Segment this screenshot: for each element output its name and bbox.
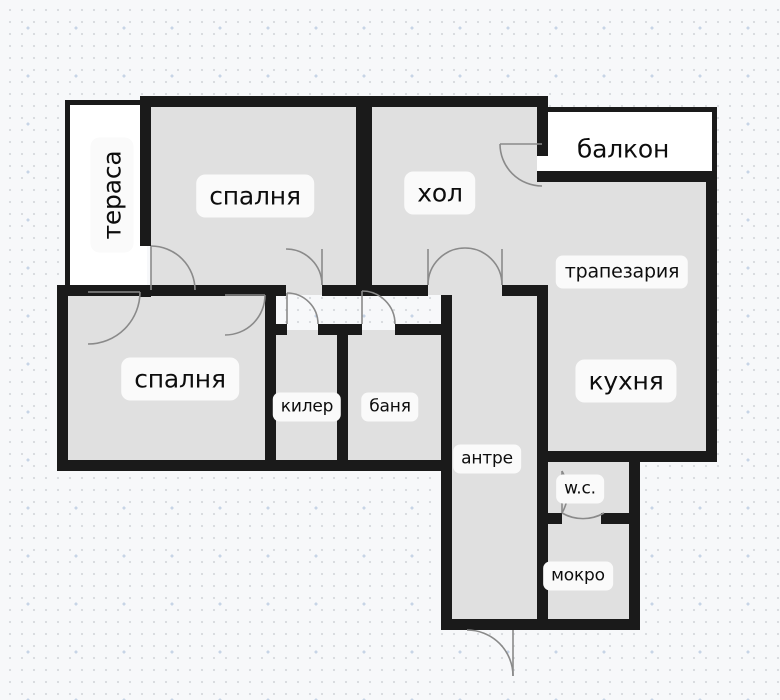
room-label-balkon: балкон [563,127,683,171]
wall-kiler-top [265,324,287,335]
wall-bottom-entrance-left [447,619,467,630]
wall-spalnya1-bottom-right [322,285,372,296]
room-label-spalnya-1: спалня [196,174,314,218]
wall-kiler-top-right [318,324,343,335]
wall-antre-wc [537,462,548,630]
wall-top-outer [140,96,546,107]
wall-spalnya2-bottom [57,460,447,471]
wall-balkon-bottom [537,171,717,182]
wall-banya-top-right [395,324,452,335]
wall-terasa-left [65,100,70,292]
wall-spalnya1-hol [356,96,372,295]
door-spalnya2-antre [224,294,266,336]
room-label-spalnya-2: спалня [121,357,239,401]
door-banya [361,290,396,325]
walls [57,96,717,630]
room-label-banya: баня [361,392,419,422]
door-antre-double [427,247,503,286]
door-spalnya1-antre [285,248,323,286]
wall-antre-left-lower [441,455,452,630]
wall-kiler-banya [337,324,348,461]
wall-terasa-top [65,100,147,105]
room-label-terasa: тераса [90,137,134,253]
wall-bottom-mokro [466,619,640,630]
wall-wc-mokro-left-seg [537,513,562,524]
wall-terasa-spalnya1 [140,96,151,246]
wall-banya-antre [441,324,452,461]
door-entrance [466,629,514,677]
door-kiler [286,292,319,325]
room-label-kiler: килер [272,392,342,422]
room-label-wc: w.c. [556,474,604,504]
wall-balkon-top [537,107,717,112]
wall-kuhnya-bottom [537,451,717,462]
wall-left-top-join [57,285,147,296]
wall-right-outer [706,171,717,462]
wall-spalnya2-kiler [265,295,276,461]
room-label-antre: антре [453,444,521,474]
wall-wc-mokro-right-seg [601,513,640,524]
wall-left-outer [57,285,68,471]
wall-wc-mokro-right [629,462,640,630]
wall-banya-top-left [337,324,362,335]
wall-antre-left-upper [441,295,452,335]
wall-antre-kuhnya [537,285,548,462]
room-label-hol: хол [404,171,476,215]
wall-hol-balkon-vertical [537,96,548,156]
door-hol-balkon [499,143,543,187]
wall-hol-bottom-right [502,285,548,296]
wall-hol-bottom-left [356,285,428,296]
door-terasa-spalnya1 [150,245,196,291]
room-label-mokro: мокро [543,561,613,591]
room-label-kuhnya: кухня [575,359,677,403]
wall-spalnya1-bottom-left [140,285,286,296]
room-label-trapezariya: трапезария [555,255,689,289]
room-fill-trapezariya-kuhnya [537,182,712,462]
wall-balkon-right [712,107,717,182]
door-terasa-spalnya2 [87,291,141,345]
